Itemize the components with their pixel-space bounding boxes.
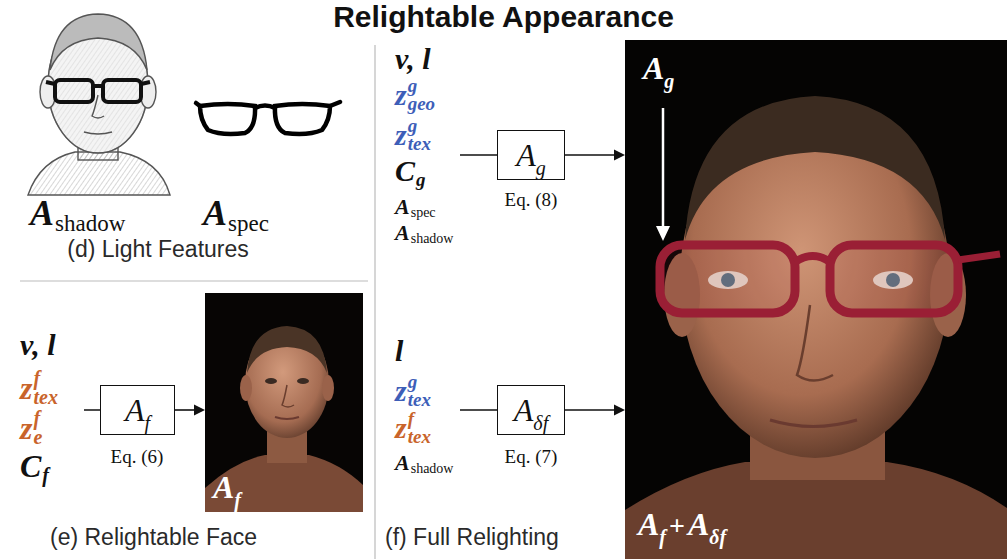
superscript: f (33, 408, 40, 428)
arrow-connector (175, 405, 205, 416)
math-symbol: z (20, 372, 32, 404)
panel-caption: (d) Light Features (67, 238, 249, 261)
input-variables: l (395, 336, 403, 366)
text-group: Ag (643, 52, 674, 84)
math-symbol: A (30, 195, 54, 231)
subscript: tex (408, 134, 431, 153)
math-symbol: z (395, 376, 407, 406)
panel-caption: (e) Relightable Face (50, 526, 257, 549)
module-symbol: A (643, 52, 664, 84)
equation-ref: Eq. (8) (505, 190, 558, 209)
module-symbol: A (688, 508, 709, 540)
superscript: g (408, 76, 418, 95)
subscript: tex (408, 390, 431, 409)
module-index: f (659, 527, 666, 547)
module-symbol: A (213, 471, 234, 503)
text-group: Af (213, 471, 241, 503)
subscript: e (33, 427, 42, 447)
module-box: Af (100, 385, 175, 435)
module-symbol: A (514, 394, 534, 426)
module-box: Ag (497, 130, 565, 180)
subscript: shadow (411, 462, 454, 476)
module-symbol: A (125, 394, 145, 426)
module-box: Aδf (497, 385, 565, 435)
math-symbol: A (395, 452, 410, 474)
text-group: Aδf (514, 394, 548, 426)
divider-line (374, 45, 375, 559)
equation-ref: Eq. (7) (505, 447, 558, 466)
superscript: f (408, 409, 414, 428)
module-index: g (536, 158, 546, 178)
shadow-sketch (28, 14, 170, 195)
panel-caption: (f) Full Relighting (385, 526, 559, 549)
math-symbol: A (395, 222, 410, 244)
math-symbol: A (203, 195, 227, 231)
module-index: δf (533, 413, 548, 433)
subscript: g (416, 170, 426, 189)
math-symbol: C (20, 450, 41, 482)
subscript: tex (33, 387, 57, 407)
math-symbol: z (395, 80, 407, 110)
text-group: Ag (516, 139, 546, 171)
module-symbol: A (638, 508, 659, 540)
equation-ref: Eq. (6) (111, 447, 164, 466)
relit-face-render (625, 40, 1007, 559)
text-group: Af (125, 394, 150, 426)
module-symbol: A (516, 139, 536, 171)
image-panel: AgAf+Aδf (625, 40, 1007, 559)
math-symbol: z (20, 412, 32, 444)
module-index: f (234, 490, 241, 510)
arrow-connector (565, 405, 625, 416)
superscript: g (408, 116, 418, 135)
superscript: g (408, 372, 418, 391)
subscript: geo (408, 94, 435, 113)
module-index: + (669, 512, 685, 540)
module-index: f (144, 413, 150, 433)
module-index: g (664, 71, 674, 91)
input-variables: v, l (20, 330, 56, 360)
subscript: shadow (411, 232, 454, 246)
module-index: δf (709, 527, 726, 547)
math-symbol: A (395, 196, 410, 218)
text-group: Af+Aδf (638, 508, 726, 540)
subscript: tex (408, 427, 431, 446)
divider-line (20, 280, 368, 281)
subscript: shadow (55, 212, 125, 235)
glasses-icon (196, 102, 340, 134)
image-panel: Af (205, 293, 363, 512)
subscript: f (42, 465, 49, 485)
figure-title: Relightable Appearance (0, 0, 1007, 34)
math-symbol: C (395, 156, 415, 186)
math-symbol: z (395, 413, 407, 443)
math-symbol: z (395, 120, 407, 150)
subscript: spec (228, 212, 269, 235)
subscript: spec (411, 206, 436, 220)
superscript: f (33, 368, 40, 388)
arrow-connector (565, 150, 625, 161)
input-variables: v, l (395, 44, 431, 74)
